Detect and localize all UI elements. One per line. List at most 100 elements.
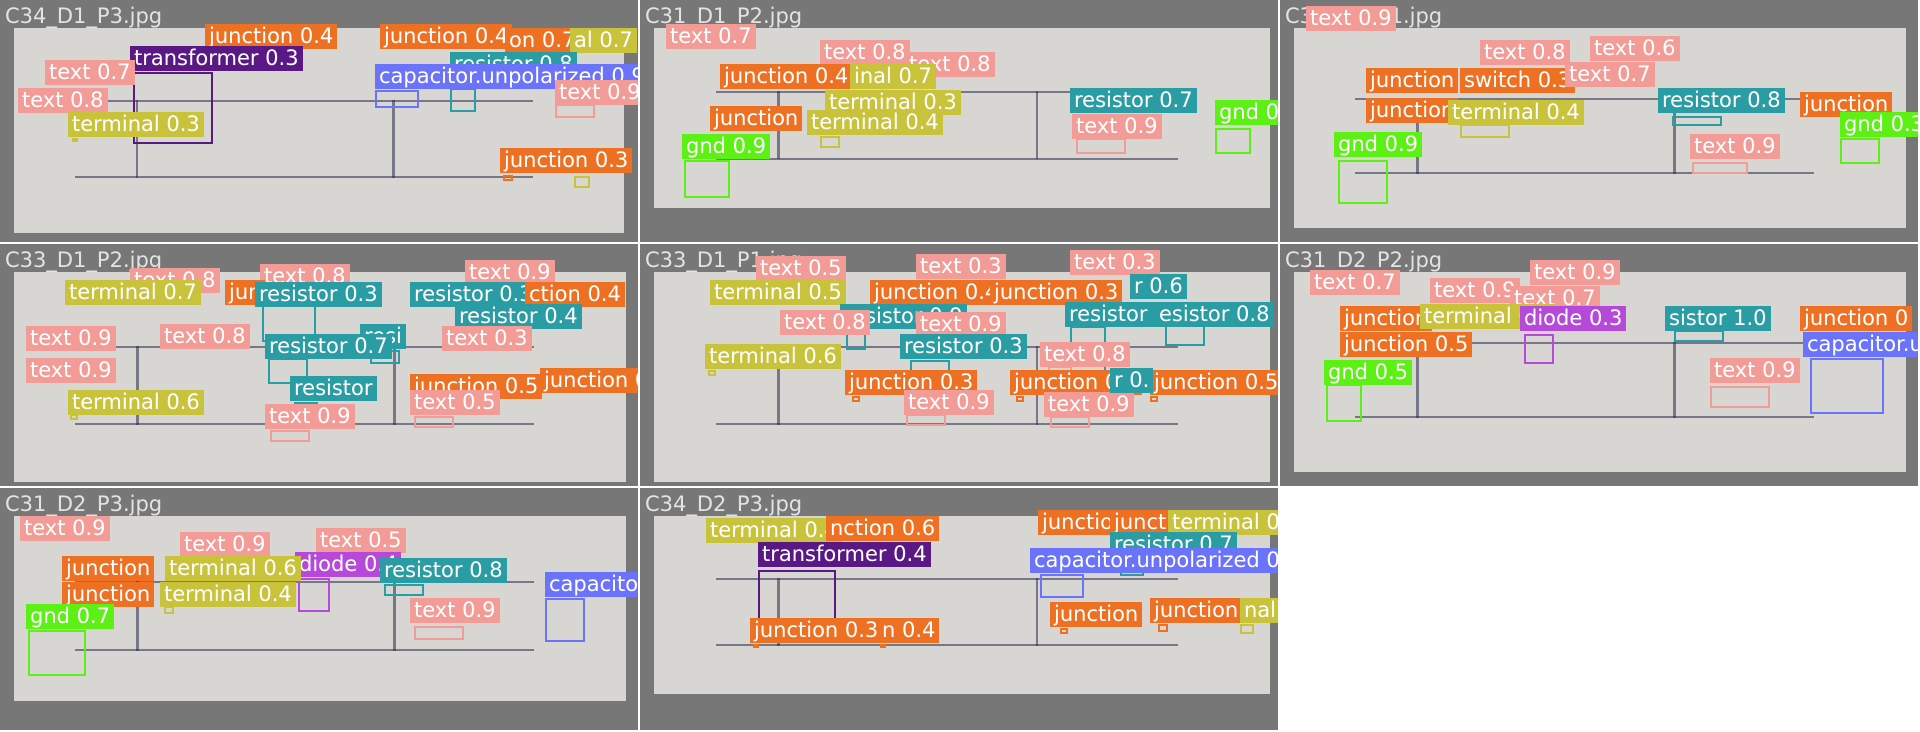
drawn-wire — [75, 99, 533, 102]
tile-filename: C31_D2_P3.jpg — [5, 492, 163, 516]
detection-label: junction 0. — [540, 368, 638, 393]
detection-label: gnd 0.9 — [682, 134, 771, 159]
detection-box — [820, 136, 840, 148]
detection-label: terminal 0.6 — [165, 556, 301, 581]
detection-box — [270, 430, 310, 442]
detection-label: al 0.7 — [570, 28, 637, 53]
detection-label: gnd 0.3 — [1840, 112, 1918, 137]
drawn-wire — [715, 423, 1178, 426]
detection-label: junction — [1340, 306, 1433, 331]
detection-label: capacitor.unpolarized 0.7 — [1030, 548, 1278, 573]
tile-filename: C33_D1_P2.jpg — [5, 248, 163, 272]
detection-box — [1060, 628, 1068, 634]
detection-box — [1674, 330, 1724, 342]
detection-label: text 0.7 — [1310, 270, 1400, 295]
detection-box — [72, 138, 78, 142]
detection-label: text 0.9 — [410, 598, 500, 623]
detection-label: text 0.9 — [26, 358, 116, 383]
detection-box — [1710, 386, 1770, 408]
detection-label: text 0.9 — [904, 390, 994, 415]
detection-label: gnd 0.9 — [1334, 132, 1423, 157]
detection-label: terminal 0.4 — [160, 582, 296, 607]
detection-label: gnd 0.5 — [1324, 360, 1413, 385]
detection-label: terminal 0.4 — [807, 110, 943, 135]
drawn-wire — [1035, 578, 1039, 646]
detection-box — [1338, 160, 1388, 204]
drawn-wire — [1355, 98, 1815, 100]
detection-label: text 0.3 — [916, 254, 1006, 279]
detection-label: junction — [710, 106, 803, 131]
detection-label: junction 0.4 — [205, 24, 338, 49]
detection-box — [268, 358, 308, 384]
detection-label: sistor 1.0 — [1665, 306, 1771, 331]
drawn-wire — [1416, 342, 1419, 418]
detection-box — [1240, 624, 1254, 634]
detection-label: text 0.9 — [1306, 6, 1396, 31]
detection-box — [70, 414, 78, 420]
detection-label: resistor 0.3 — [255, 282, 382, 307]
detection-label: text 0.9 — [1710, 358, 1800, 383]
detection-label: transformer 0.3 — [130, 46, 303, 71]
detection-label: r 0. — [1110, 368, 1154, 393]
detection-label: resistor 0.7 — [1070, 88, 1197, 113]
detection-box — [1326, 384, 1362, 422]
detection-label: text 0.8 — [820, 40, 910, 65]
empty-grid-cell — [1280, 488, 1920, 732]
detection-label: text 0.8 — [160, 324, 250, 349]
detection-box — [375, 90, 419, 108]
drawn-wire — [1673, 342, 1676, 418]
detection-label: text 0.9 — [265, 404, 355, 429]
detection-label: junction 0.3 — [750, 618, 883, 643]
detection-label: switch 0.3 — [1460, 68, 1576, 93]
detection-box — [1524, 334, 1554, 364]
detection-label: junction 0.3 — [990, 280, 1123, 305]
drawn-wire — [1673, 98, 1676, 174]
detection-box — [708, 370, 716, 376]
detection-box — [1215, 128, 1251, 154]
detection-label: inal 0.7 — [850, 64, 936, 89]
detection-box — [164, 606, 174, 614]
detection-box — [1040, 574, 1084, 598]
detection-box — [555, 104, 595, 118]
detection-box — [414, 626, 464, 640]
drawn-wire — [715, 157, 1178, 160]
detection-label: junction 0.4 — [720, 64, 853, 89]
detection-box — [758, 570, 836, 624]
detection-label: junction — [62, 582, 155, 607]
detection-label: text 0.8 — [1040, 342, 1130, 367]
detection-label: text 0.8 — [780, 310, 870, 335]
detection-label: juncti — [1110, 510, 1177, 535]
drawn-wire — [777, 578, 780, 646]
detection-label: n 0.4 — [878, 618, 940, 643]
detection-label: text 0.7 — [1565, 62, 1655, 87]
drawn-wire — [136, 99, 139, 178]
detection-label: terminal 0.4 — [1448, 100, 1584, 125]
detection-label: ction 0.4 — [525, 282, 625, 307]
detection-label: text 0.9 — [465, 260, 555, 285]
detection-box — [133, 72, 213, 144]
detection-label: terminal 0.3 — [1168, 510, 1278, 535]
detection-label: text 0.5 — [410, 390, 500, 415]
drawn-wire — [393, 345, 396, 426]
detection-label: text 0.9 — [916, 312, 1006, 337]
detection-label: text 0.9 — [1530, 260, 1620, 285]
detection-label: nction 0.6 — [826, 516, 940, 541]
detection-label: terminal 0.5 — [710, 280, 846, 305]
detection-label: capacitor.unpolarized 0.9 — [375, 64, 638, 89]
detection-label: resistor — [290, 376, 377, 401]
detection-label: junctio — [1038, 510, 1117, 535]
detection-label: junction — [1050, 602, 1143, 627]
detection-label: capacitor.unpolarized 0.3 — [545, 572, 638, 597]
detection-box — [450, 88, 476, 112]
detection-label: terminal 0.3 — [825, 90, 961, 115]
drawn-wire — [1355, 416, 1815, 418]
detection-label: text 0.9 — [20, 516, 110, 541]
detection-label: resistor 0.8 — [380, 558, 507, 583]
detection-label: text 0.9 — [1072, 114, 1162, 139]
